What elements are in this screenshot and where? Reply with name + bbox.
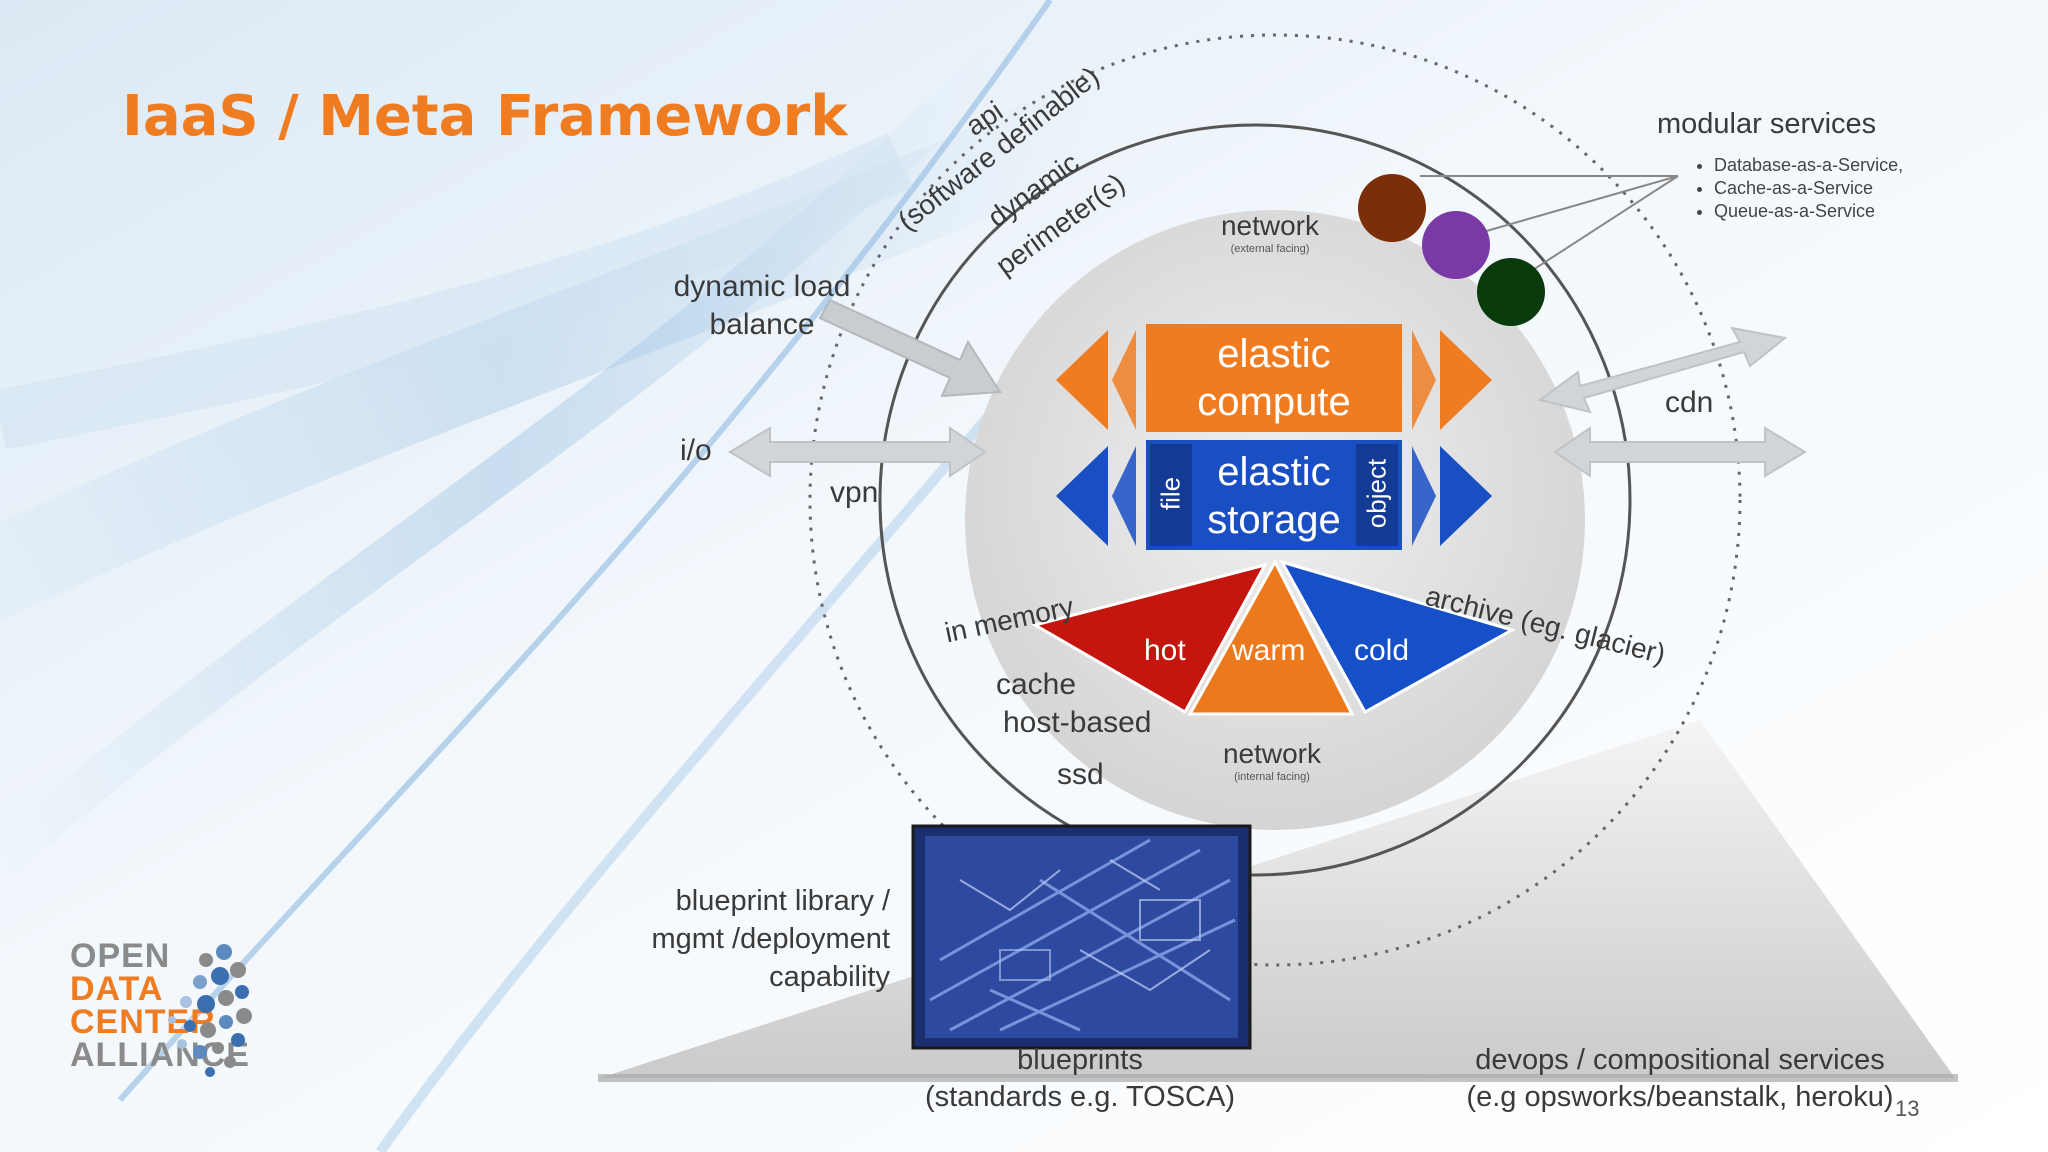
label-io: i/o xyxy=(680,434,712,467)
network-dot-icon xyxy=(1358,174,1426,242)
cdn-arrow-bottom xyxy=(1553,426,1807,478)
storage-tiers xyxy=(1031,558,1516,716)
label-blueprint-library: blueprint library / mgmt /deployment cap… xyxy=(600,882,890,996)
elastic-storage-band xyxy=(1056,440,1492,550)
label-dynamic-load-balance: dynamic load balance xyxy=(662,268,862,343)
middle-ring xyxy=(878,123,1632,877)
tier-warm xyxy=(1187,558,1355,716)
page-number: 13 xyxy=(1895,1096,1920,1121)
label-network-external: network xyxy=(1220,210,1320,241)
label-ssd: ssd xyxy=(1057,758,1104,791)
blueprint-line3: capability xyxy=(769,961,890,993)
label-network-internal: network xyxy=(1222,738,1322,769)
network-external: network (external facing) xyxy=(1200,208,1340,255)
tier-cold-label: cold xyxy=(1354,634,1410,667)
blueprint-line2: mgmt /deployment xyxy=(651,923,890,955)
io-arrow xyxy=(728,426,987,478)
logo-dots-icon xyxy=(168,944,252,1077)
label-devops-examples: (e.g opsworks/beanstalk, heroku) xyxy=(1466,1081,1894,1113)
blueprint-image-icon xyxy=(911,824,1252,1050)
label-vpn: vpn xyxy=(830,476,879,509)
tier-hot-label: hot xyxy=(1144,634,1186,667)
network-dot-icon xyxy=(1422,211,1490,279)
logo-line1: OPEN xyxy=(70,937,171,975)
load-balance-arrow xyxy=(818,298,1002,398)
elastic-compute-band xyxy=(1056,324,1492,432)
label-blueprints-group: blueprints (standards e.g. TOSCA) xyxy=(900,1042,1260,1116)
compute-line1: elastic xyxy=(1217,332,1331,376)
elastic-compute-label: elastic compute xyxy=(1146,330,1402,426)
tier-cold xyxy=(1278,559,1516,715)
service-item: Cache-as-a-Service xyxy=(1714,177,1903,200)
label-dynamic-load: dynamic load xyxy=(673,270,851,303)
network-dot-icon xyxy=(1477,258,1545,326)
slide-title: IaaS / Meta Framework xyxy=(122,84,848,149)
storage-line1: elastic xyxy=(1217,450,1331,494)
label-balance: balance xyxy=(709,307,815,341)
label-cdn: cdn xyxy=(1665,386,1714,419)
storage-line2: storage xyxy=(1207,498,1341,542)
label-devops: devops / compositional services xyxy=(1475,1044,1885,1076)
label-blueprints: blueprints xyxy=(1017,1044,1143,1076)
cdn-arrow-top xyxy=(1537,326,1788,414)
label-host-based: host-based xyxy=(1003,706,1152,739)
label-modular-services: modular services xyxy=(1657,108,1877,140)
elastic-storage-label: elastic storage xyxy=(1192,448,1356,544)
storage-file-label: file xyxy=(1155,476,1186,511)
tier-hot xyxy=(1031,562,1268,715)
network-internal: network (internal facing) xyxy=(1200,736,1344,783)
label-external-facing: (external facing) xyxy=(1230,243,1310,255)
label-cache: cache xyxy=(996,668,1077,701)
logo-line2: DATA xyxy=(70,970,164,1008)
tier-warm-label: warm xyxy=(1232,634,1306,667)
outer-dotted-ring xyxy=(808,33,1742,967)
label-standards: (standards e.g. TOSCA) xyxy=(924,1081,1235,1113)
blueprint-line1: blueprint library / xyxy=(675,885,890,917)
service-item: Database-as-a-Service, xyxy=(1714,154,1903,177)
compute-line2: compute xyxy=(1197,380,1351,424)
label-devops-group: devops / compositional services (e.g ops… xyxy=(1440,1042,1920,1116)
storage-object-label: object xyxy=(1361,458,1392,529)
modular-services-list: Database-as-a-Service, Cache-as-a-Servic… xyxy=(1692,154,1903,223)
service-item: Queue-as-a-Service xyxy=(1714,200,1903,223)
label-internal-facing: (internal facing) xyxy=(1234,771,1310,783)
